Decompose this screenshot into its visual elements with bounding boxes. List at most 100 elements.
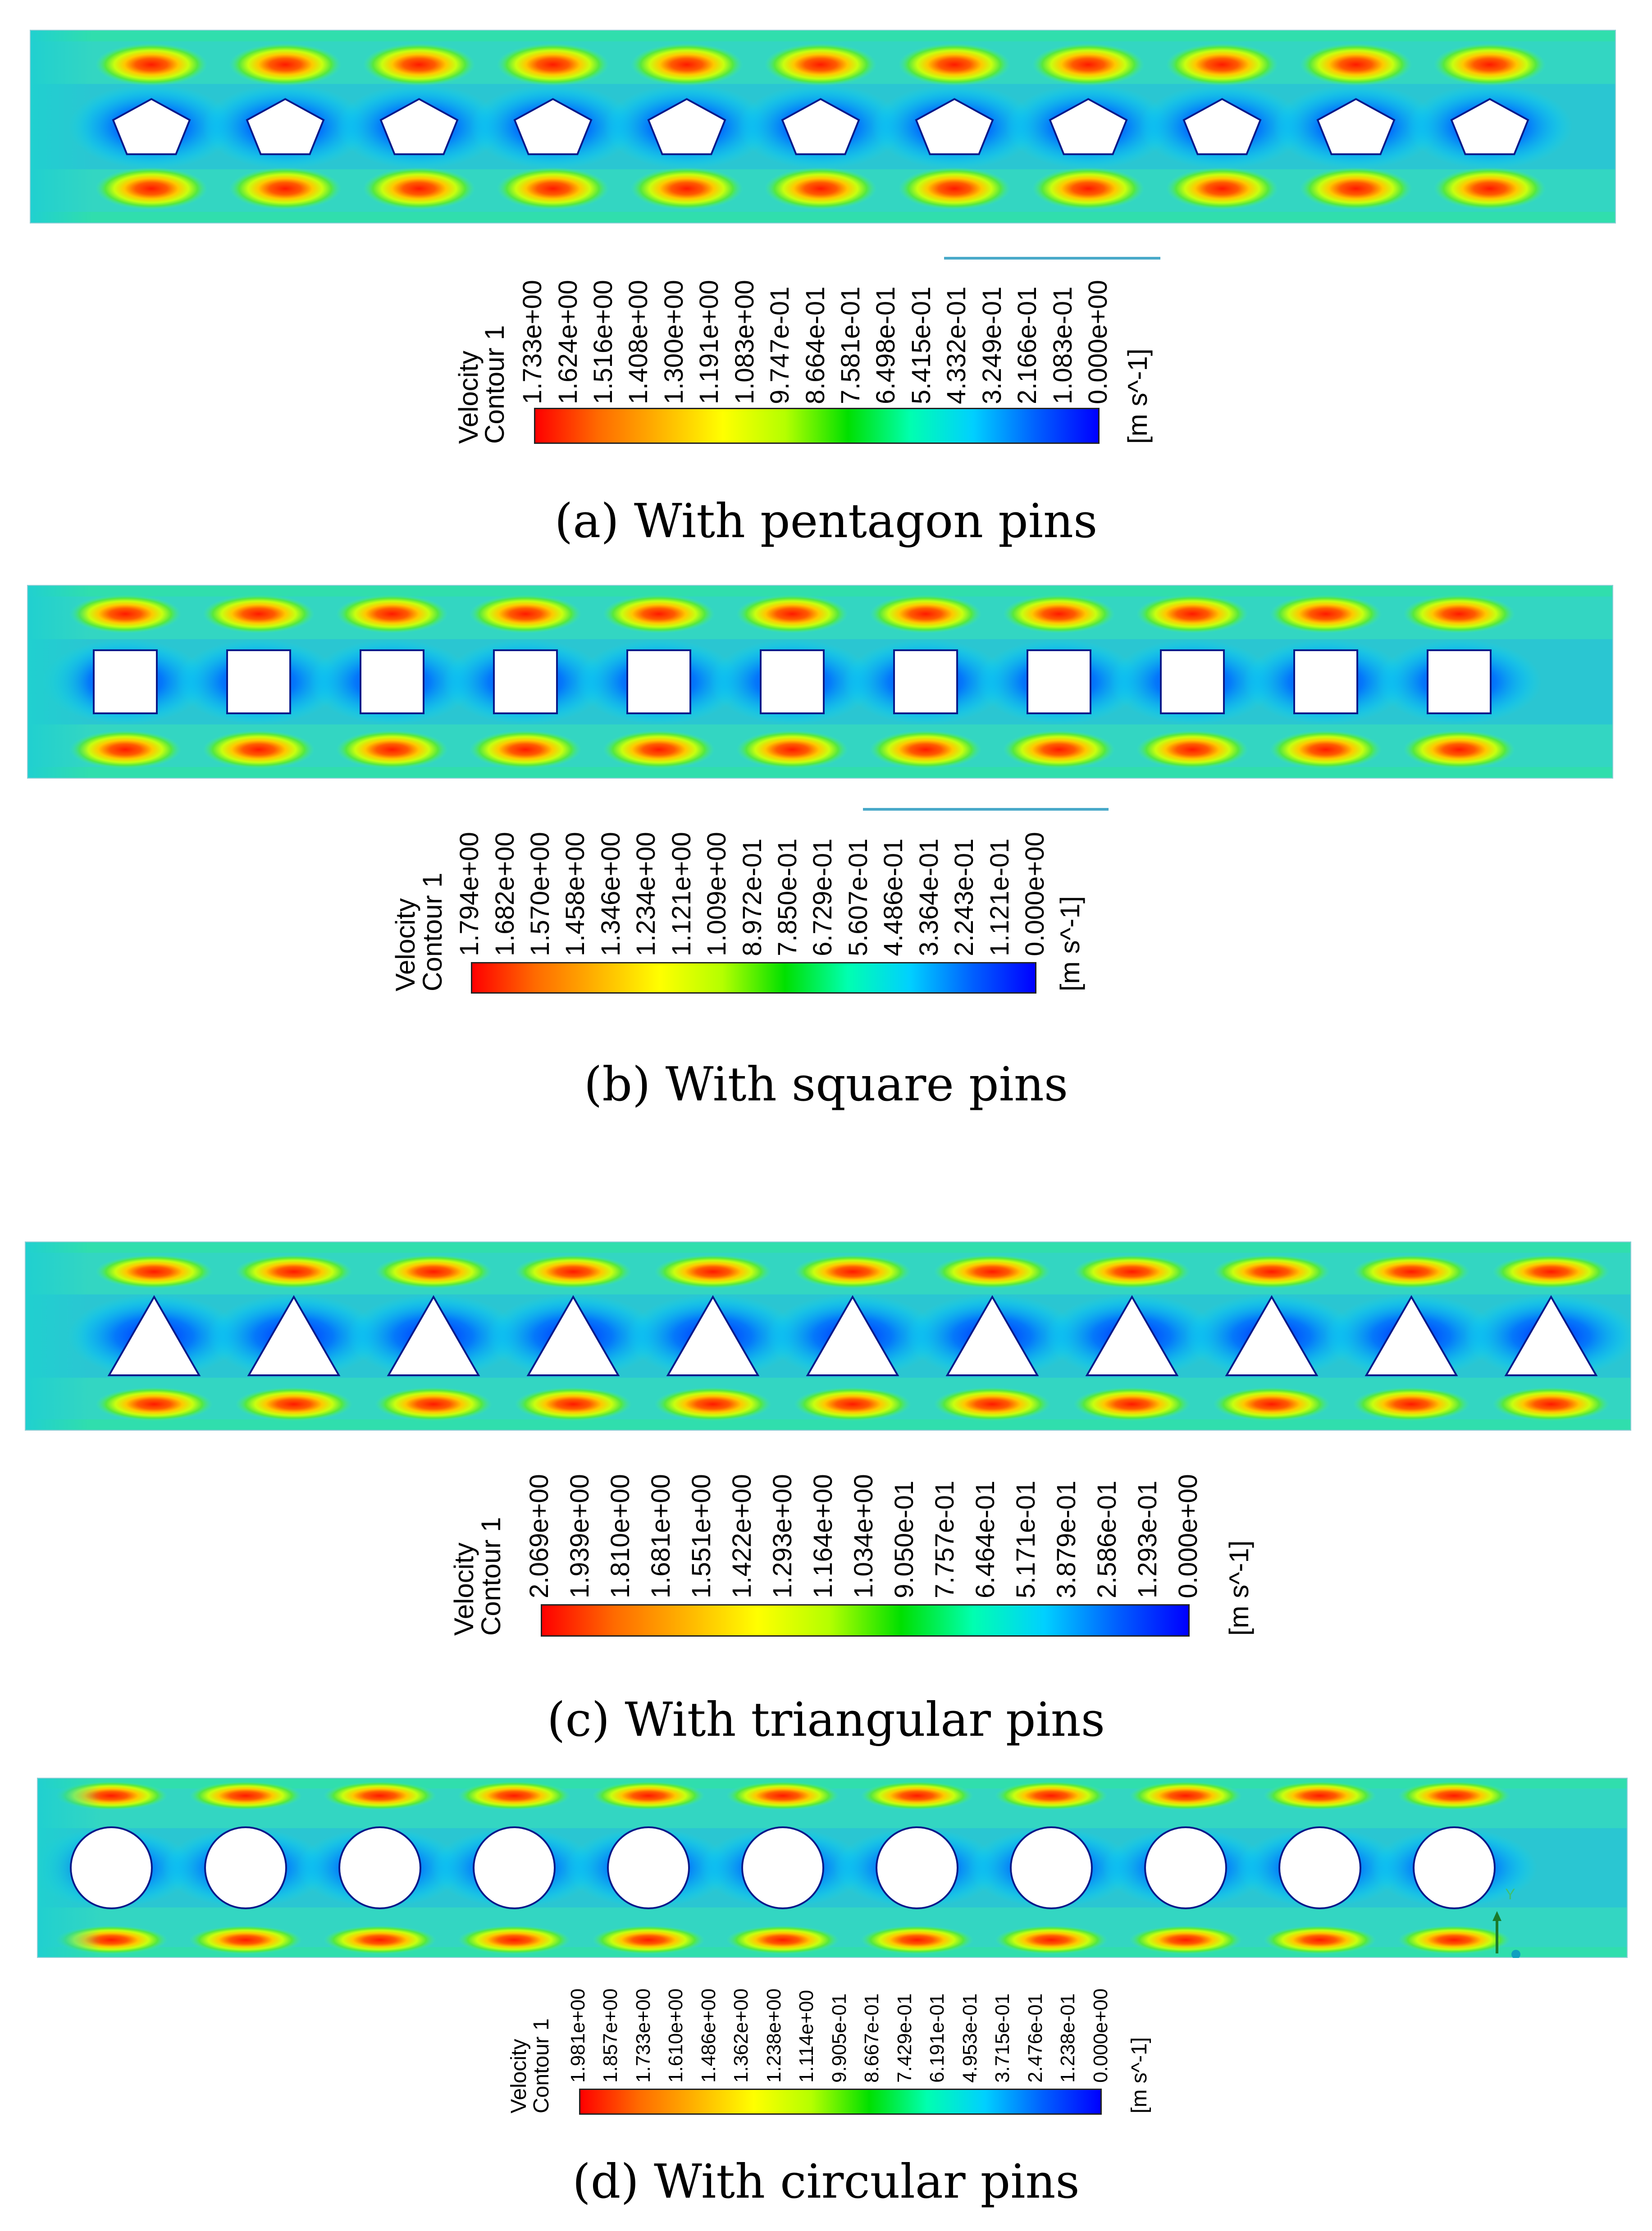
pentagon-pin: [513, 98, 593, 155]
legend-unit: [m s^-1]: [1224, 1540, 1254, 1636]
legend-tick-label: 0.000e+00: [1083, 280, 1113, 404]
legend-tick-label: 1.486e+00: [697, 1988, 720, 2083]
pentagon-pin: [1450, 98, 1529, 155]
circle-pin: [1413, 1826, 1496, 1909]
triangle-pin: [247, 1295, 341, 1376]
legend-tick-label: 5.607e-01: [843, 838, 873, 956]
high-velocity-region: [1403, 594, 1515, 634]
high-velocity-region: [592, 1781, 705, 1810]
legend-tick-label: 1.114e+00: [795, 1990, 818, 2083]
high-velocity-region: [1397, 1925, 1511, 1954]
high-velocity-region: [363, 167, 475, 210]
triangle-pin: [526, 1295, 620, 1376]
high-velocity-region: [1213, 1255, 1331, 1289]
high-velocity-region: [736, 594, 849, 634]
legend-tick-label: 6.498e-01: [871, 286, 901, 404]
legend-unit: [m s^-1]: [1123, 348, 1153, 444]
legend-tick-label: 8.667e-01: [861, 1993, 883, 2083]
circle-pin: [607, 1826, 690, 1909]
square-pin: [893, 649, 958, 714]
high-velocity-region: [95, 1255, 213, 1289]
legend-tick-label: 1.293e+00: [768, 1474, 798, 1598]
high-velocity-region: [794, 1387, 912, 1421]
high-velocity-region: [898, 167, 1011, 210]
high-velocity-region: [1003, 594, 1115, 634]
legend-tick-label: 1.624e+00: [553, 280, 583, 404]
high-velocity-region: [592, 1925, 705, 1954]
legend-title-line2: Contour 1: [529, 2018, 553, 2113]
legend-tick-label: 0.000e+00: [1020, 832, 1050, 956]
square-pin: [493, 649, 558, 714]
high-velocity-region: [235, 1387, 353, 1421]
legend-title-line2: Contour 1: [479, 325, 510, 444]
legend-tick-label: 1.681e+00: [646, 1474, 676, 1598]
legend-tick-label: 1.009e+00: [702, 832, 732, 956]
circle-pin: [204, 1826, 287, 1909]
high-velocity-region: [1073, 1255, 1191, 1289]
legend-tick-label: 1.733e+00: [518, 280, 548, 404]
legend-tick-label: 5.171e-01: [1011, 1480, 1041, 1598]
legend-tick-label: 1.034e+00: [849, 1474, 879, 1598]
triangle-pin: [107, 1295, 201, 1376]
high-velocity-region: [860, 1781, 974, 1810]
legend-tick-label: 8.972e-01: [737, 838, 767, 956]
high-velocity-region: [457, 1925, 571, 1954]
caption-a: (a) With pentagon pins: [554, 493, 1098, 548]
high-velocity-region: [869, 730, 982, 769]
legend-title-line1: Velocity: [390, 898, 420, 991]
circle-pin: [70, 1826, 153, 1909]
circle-pin: [473, 1826, 556, 1909]
legend-tick-label: 1.191e+00: [694, 280, 724, 404]
high-velocity-region: [497, 167, 609, 210]
high-velocity-region: [189, 1781, 302, 1810]
high-velocity-region: [363, 43, 475, 86]
colorbar-gradient: [534, 408, 1100, 444]
legend-tick-label: 1.551e+00: [687, 1474, 716, 1598]
high-velocity-region: [374, 1387, 493, 1421]
triangle-pin: [1504, 1295, 1598, 1376]
colorbar-gradient: [579, 2089, 1102, 2115]
legend-tick-label: 7.581e-01: [836, 286, 866, 404]
legend-unit: [m s^-1]: [1055, 896, 1085, 992]
high-velocity-region: [1352, 1387, 1470, 1421]
legend-tick-label: 1.794e+00: [455, 832, 484, 956]
legend-tick-label: 3.879e-01: [1052, 1480, 1082, 1598]
legend-tick-label: 1.682e+00: [490, 832, 520, 956]
legend-tick-label: 1.422e+00: [727, 1474, 757, 1598]
square-pin: [760, 649, 825, 714]
legend-unit: [m s^-1]: [1127, 2037, 1151, 2113]
pentagon-pin: [1049, 98, 1128, 155]
high-velocity-region: [202, 594, 315, 634]
legend-tick-label: 1.939e+00: [565, 1474, 595, 1598]
triangle-pin: [1085, 1295, 1179, 1376]
legend-tick-label: 3.715e-01: [991, 1993, 1014, 2083]
high-velocity-region: [736, 730, 849, 769]
square-pin: [93, 649, 158, 714]
velocity-contour-channel-pentagon: [30, 30, 1616, 224]
legend-tick-label: 1.121e+00: [666, 832, 696, 956]
high-velocity-region: [469, 594, 582, 634]
square-pin: [1427, 649, 1492, 714]
circle-pin: [876, 1826, 958, 1909]
legend-tick-label: 1.083e+00: [730, 280, 759, 404]
high-velocity-region: [1269, 730, 1382, 769]
legend-tick-label: 1.238e+00: [762, 1988, 785, 2083]
colorbar-gradient: [541, 1604, 1190, 1637]
pentagon-pin: [915, 98, 994, 155]
square-pin: [360, 649, 424, 714]
legend-tick-label: 9.050e-01: [890, 1480, 919, 1598]
high-velocity-region: [1136, 730, 1249, 769]
legend-tick-label: 7.757e-01: [930, 1480, 960, 1598]
pentagon-pin: [1316, 98, 1396, 155]
velocity-contour-channel-circle: Y: [37, 1778, 1628, 1958]
high-velocity-region: [933, 1255, 1051, 1289]
legend-tick-label: 5.415e-01: [906, 286, 936, 404]
velocity-contour-channel-triangle: [25, 1241, 1631, 1431]
legend-tick-label: 1.810e+00: [606, 1474, 635, 1598]
pentagon-pin: [781, 98, 860, 155]
high-velocity-region: [726, 1925, 840, 1954]
high-velocity-region: [514, 1255, 632, 1289]
square-pin: [626, 649, 691, 714]
high-velocity-region: [1263, 1925, 1377, 1954]
legend-tick-label: 1.981e+00: [566, 1988, 589, 2083]
